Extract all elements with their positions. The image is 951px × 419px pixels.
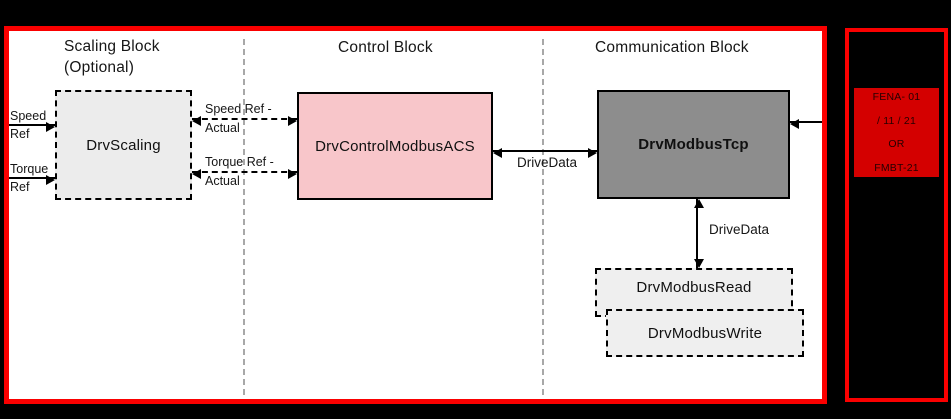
arrowhead-right-icon	[46, 175, 55, 185]
drvmodbustcp-block: DrvModbusTcp	[597, 90, 790, 199]
section-divider-2	[542, 39, 544, 395]
torque-ref-actual-arrow	[192, 169, 297, 179]
arrowhead-up-icon	[694, 199, 704, 208]
drvmodbustcp-label: DrvModbusTcp	[638, 136, 749, 153]
fieldbus-adapter-box: FENA- 01 / 11 / 21 OR FMBT-21	[854, 88, 939, 177]
torque-input-label-line2: Ref	[10, 180, 30, 194]
diagram-frame: Scaling Block (Optional) Control Block C…	[4, 26, 827, 404]
arrowhead-down-icon	[694, 259, 704, 268]
arrowhead-left-icon	[192, 169, 201, 179]
drvcontrolmodbusacs-block: DrvControlModbusACS	[297, 92, 493, 200]
speed-ref-actual-arrow	[192, 116, 297, 126]
adapter-to-tcp-arrow	[790, 119, 822, 129]
drvmodbusread-label: DrvModbusRead	[636, 279, 752, 296]
torque-ref-arrow	[9, 175, 55, 185]
drivedata-label-horizontal: DriveData	[517, 155, 578, 170]
speed-actual-label-line2: Actual	[205, 121, 240, 135]
scaling-block-header: Scaling Block (Optional)	[64, 36, 160, 78]
fieldbus-adapter-panel: FENA- 01 / 11 / 21 OR FMBT-21	[845, 28, 948, 402]
arrowhead-left-icon	[790, 119, 799, 129]
control-block-header: Control Block	[338, 39, 433, 56]
arrowhead-left-icon	[493, 148, 502, 158]
drvcontrolmodbusacs-label: DrvControlModbusACS	[315, 137, 475, 155]
torque-actual-label-line2: Actual	[205, 174, 240, 188]
scaling-block-header-line2: (Optional)	[64, 59, 135, 76]
drvscaling-block: DrvScaling	[55, 90, 192, 200]
communication-block-header: Communication Block	[595, 39, 749, 56]
drvmodbuswrite-label: DrvModbusWrite	[647, 324, 763, 342]
speed-ref-arrow	[9, 122, 55, 132]
adapter-label-line1: FENA- 01	[872, 91, 921, 103]
arrowhead-right-icon	[288, 169, 297, 179]
drivedata-label-vertical: DriveData	[709, 222, 770, 237]
drvscaling-label: DrvScaling	[86, 136, 161, 154]
speed-input-label-line2: Ref	[10, 127, 30, 141]
diagram-canvas: Scaling Block (Optional) Control Block C…	[9, 31, 822, 399]
adapter-label-or: OR	[888, 138, 905, 151]
torque-input-label-line1: Torque	[10, 162, 49, 176]
speed-actual-label-line1: Speed Ref -	[205, 102, 272, 116]
drivedata-arrow-horizontal	[493, 148, 597, 158]
section-divider-1	[243, 39, 245, 395]
arrowhead-right-icon	[46, 122, 55, 132]
adapter-label-line4: FMBT-21	[874, 161, 919, 174]
speed-input-label-line1: Speed	[10, 109, 47, 123]
arrowhead-left-icon	[192, 116, 201, 126]
arrowhead-right-icon	[288, 116, 297, 126]
torque-actual-label-line1: Torque Ref -	[205, 155, 274, 169]
adapter-label-line2: / 11 / 21	[877, 114, 916, 127]
drivedata-arrow-vertical	[694, 199, 704, 268]
drvmodbuswrite-block: DrvModbusWrite	[606, 309, 804, 357]
drvmodbusread-block: DrvModbusRead	[595, 268, 793, 317]
scaling-block-header-line1: Scaling Block	[64, 38, 160, 55]
arrowhead-right-icon	[588, 148, 597, 158]
